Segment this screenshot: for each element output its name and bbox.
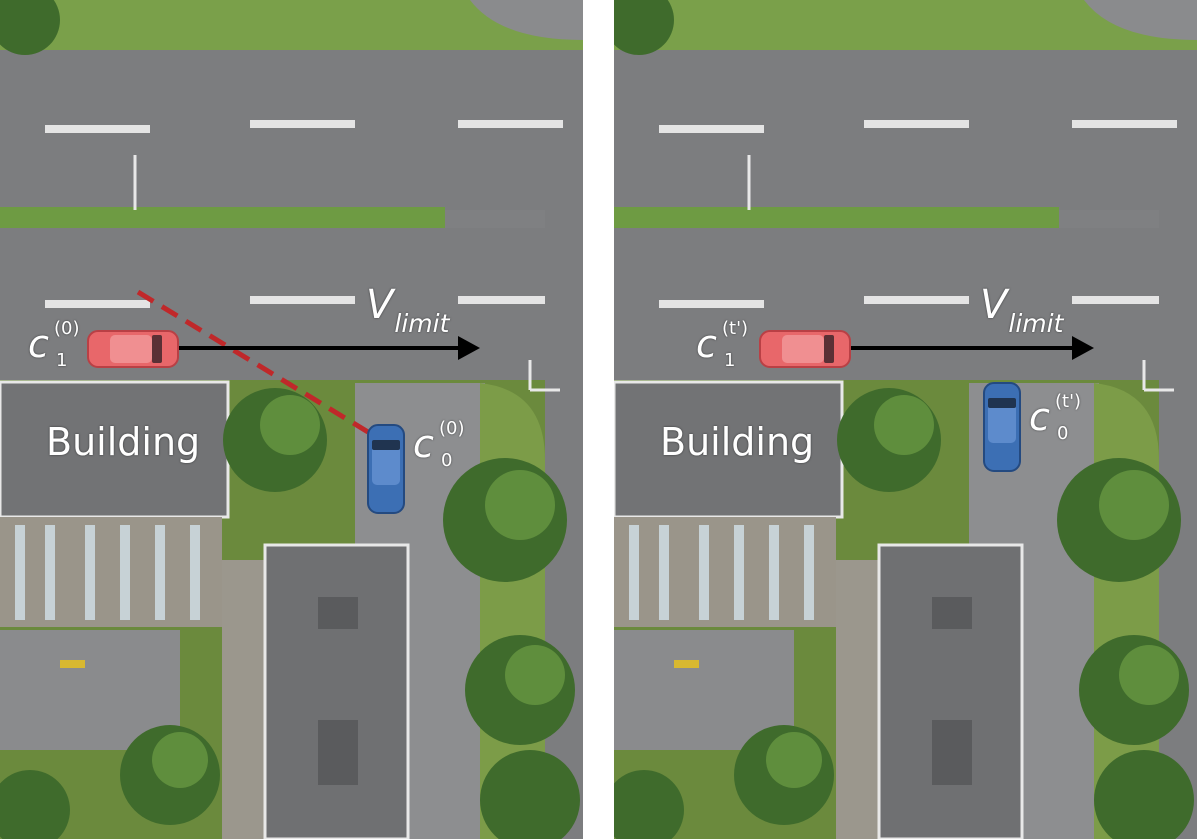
car1-label: c(t')1: [696, 318, 749, 371]
car0-label: c(0)0: [413, 418, 465, 471]
car0-label: c(t')0: [1029, 391, 1082, 444]
car1-label: c(0)1: [28, 318, 80, 371]
aerial-scene: [0, 0, 583, 839]
building-label: Building: [660, 420, 815, 464]
car-red: [759, 330, 851, 368]
car-red: [87, 330, 179, 368]
occlusion-line: [136, 289, 370, 435]
scene-panel-later: Building Vlimit c(t')1 c(t')0: [614, 0, 1197, 839]
building-label: Building: [46, 420, 201, 464]
velocity-limit-label: Vlimit: [980, 282, 1064, 338]
velocity-arrowhead: [1072, 336, 1094, 360]
car-blue: [983, 382, 1021, 472]
velocity-limit-label: Vlimit: [366, 282, 450, 338]
scene-panel-initial: Building Vlimit c(0)1 c(0)0: [0, 0, 583, 839]
car-blue: [367, 424, 405, 514]
aerial-scene: [614, 0, 1197, 839]
velocity-arrowhead: [458, 336, 480, 360]
